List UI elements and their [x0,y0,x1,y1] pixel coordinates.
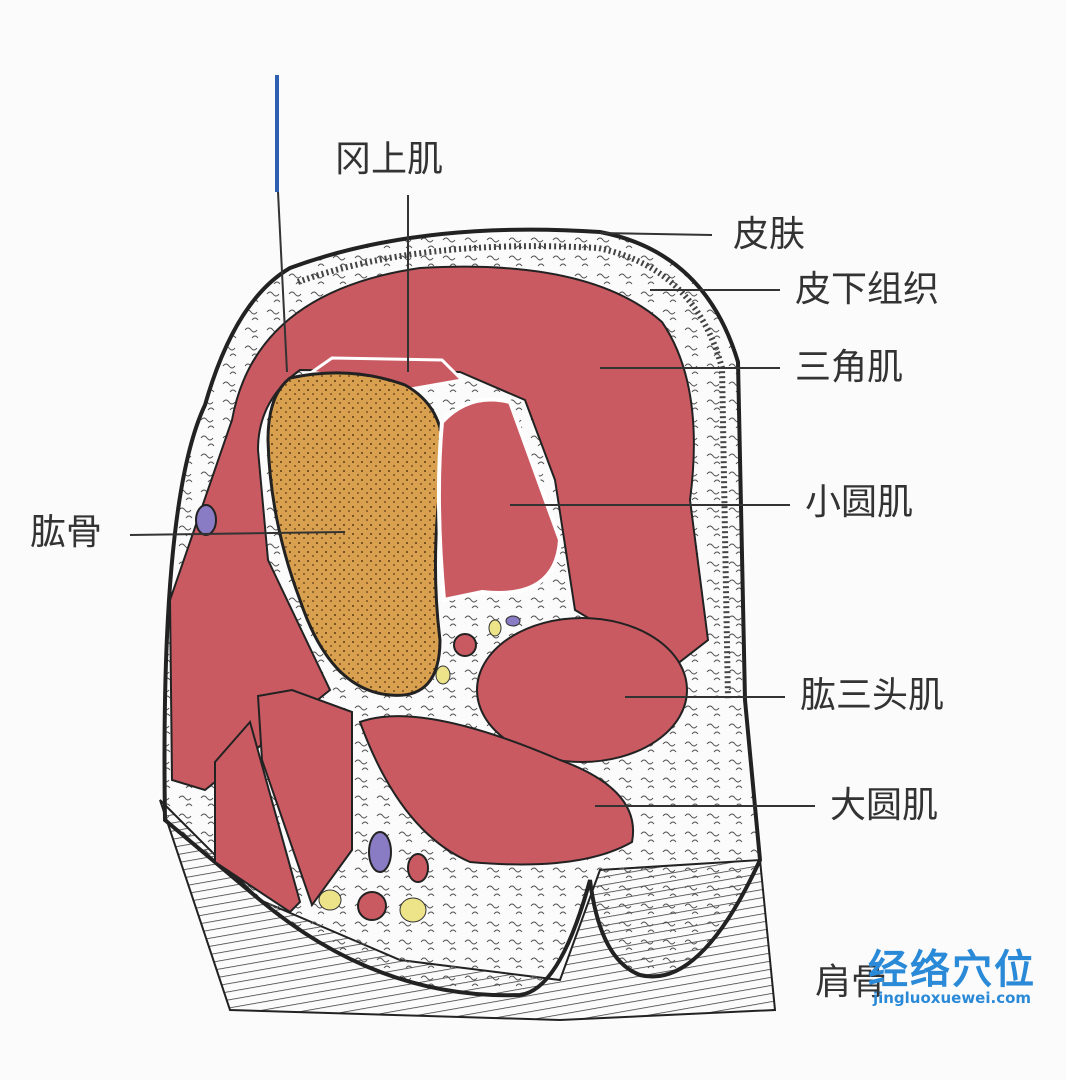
vein [195,504,217,536]
artery [357,891,387,921]
label-humerus: 肱骨 [30,512,103,553]
teres-minor-muscle [436,397,563,603]
label-skin: 皮肤 [733,214,806,255]
teres-major-muscle [358,715,635,866]
label-deltoid: 三角肌 [795,347,904,388]
lower-muscle-b [214,719,302,914]
label-scapula: 肩骨 [815,962,888,1003]
label-subcutaneous: 皮下组织 [795,269,940,310]
nerve [488,619,502,637]
label-teres-major: 大圆肌 [830,785,939,826]
vein [505,615,521,627]
nerve [399,897,427,923]
watermark-url: jingluoxuewei.com [872,989,1032,1007]
deltoid-muscle [168,265,710,792]
artery [453,633,477,657]
humerus-bone [266,371,445,697]
watermark: 经络穴位 jingluoxuewei.com [868,950,1036,1007]
label-teres-minor: 小圆肌 [805,482,914,523]
artery [407,853,429,883]
watermark-title: 经络穴位 [868,947,1036,993]
vein [368,831,392,873]
lower-muscle-a [256,688,353,908]
nerve [318,889,342,911]
nerve [435,665,451,685]
leader-lines [129,195,815,807]
label-triceps: 肱三头肌 [800,675,945,716]
triceps-muscle [476,617,688,763]
needle-shaft [277,191,288,373]
label-supraspinatus: 冈上肌 [335,139,444,180]
